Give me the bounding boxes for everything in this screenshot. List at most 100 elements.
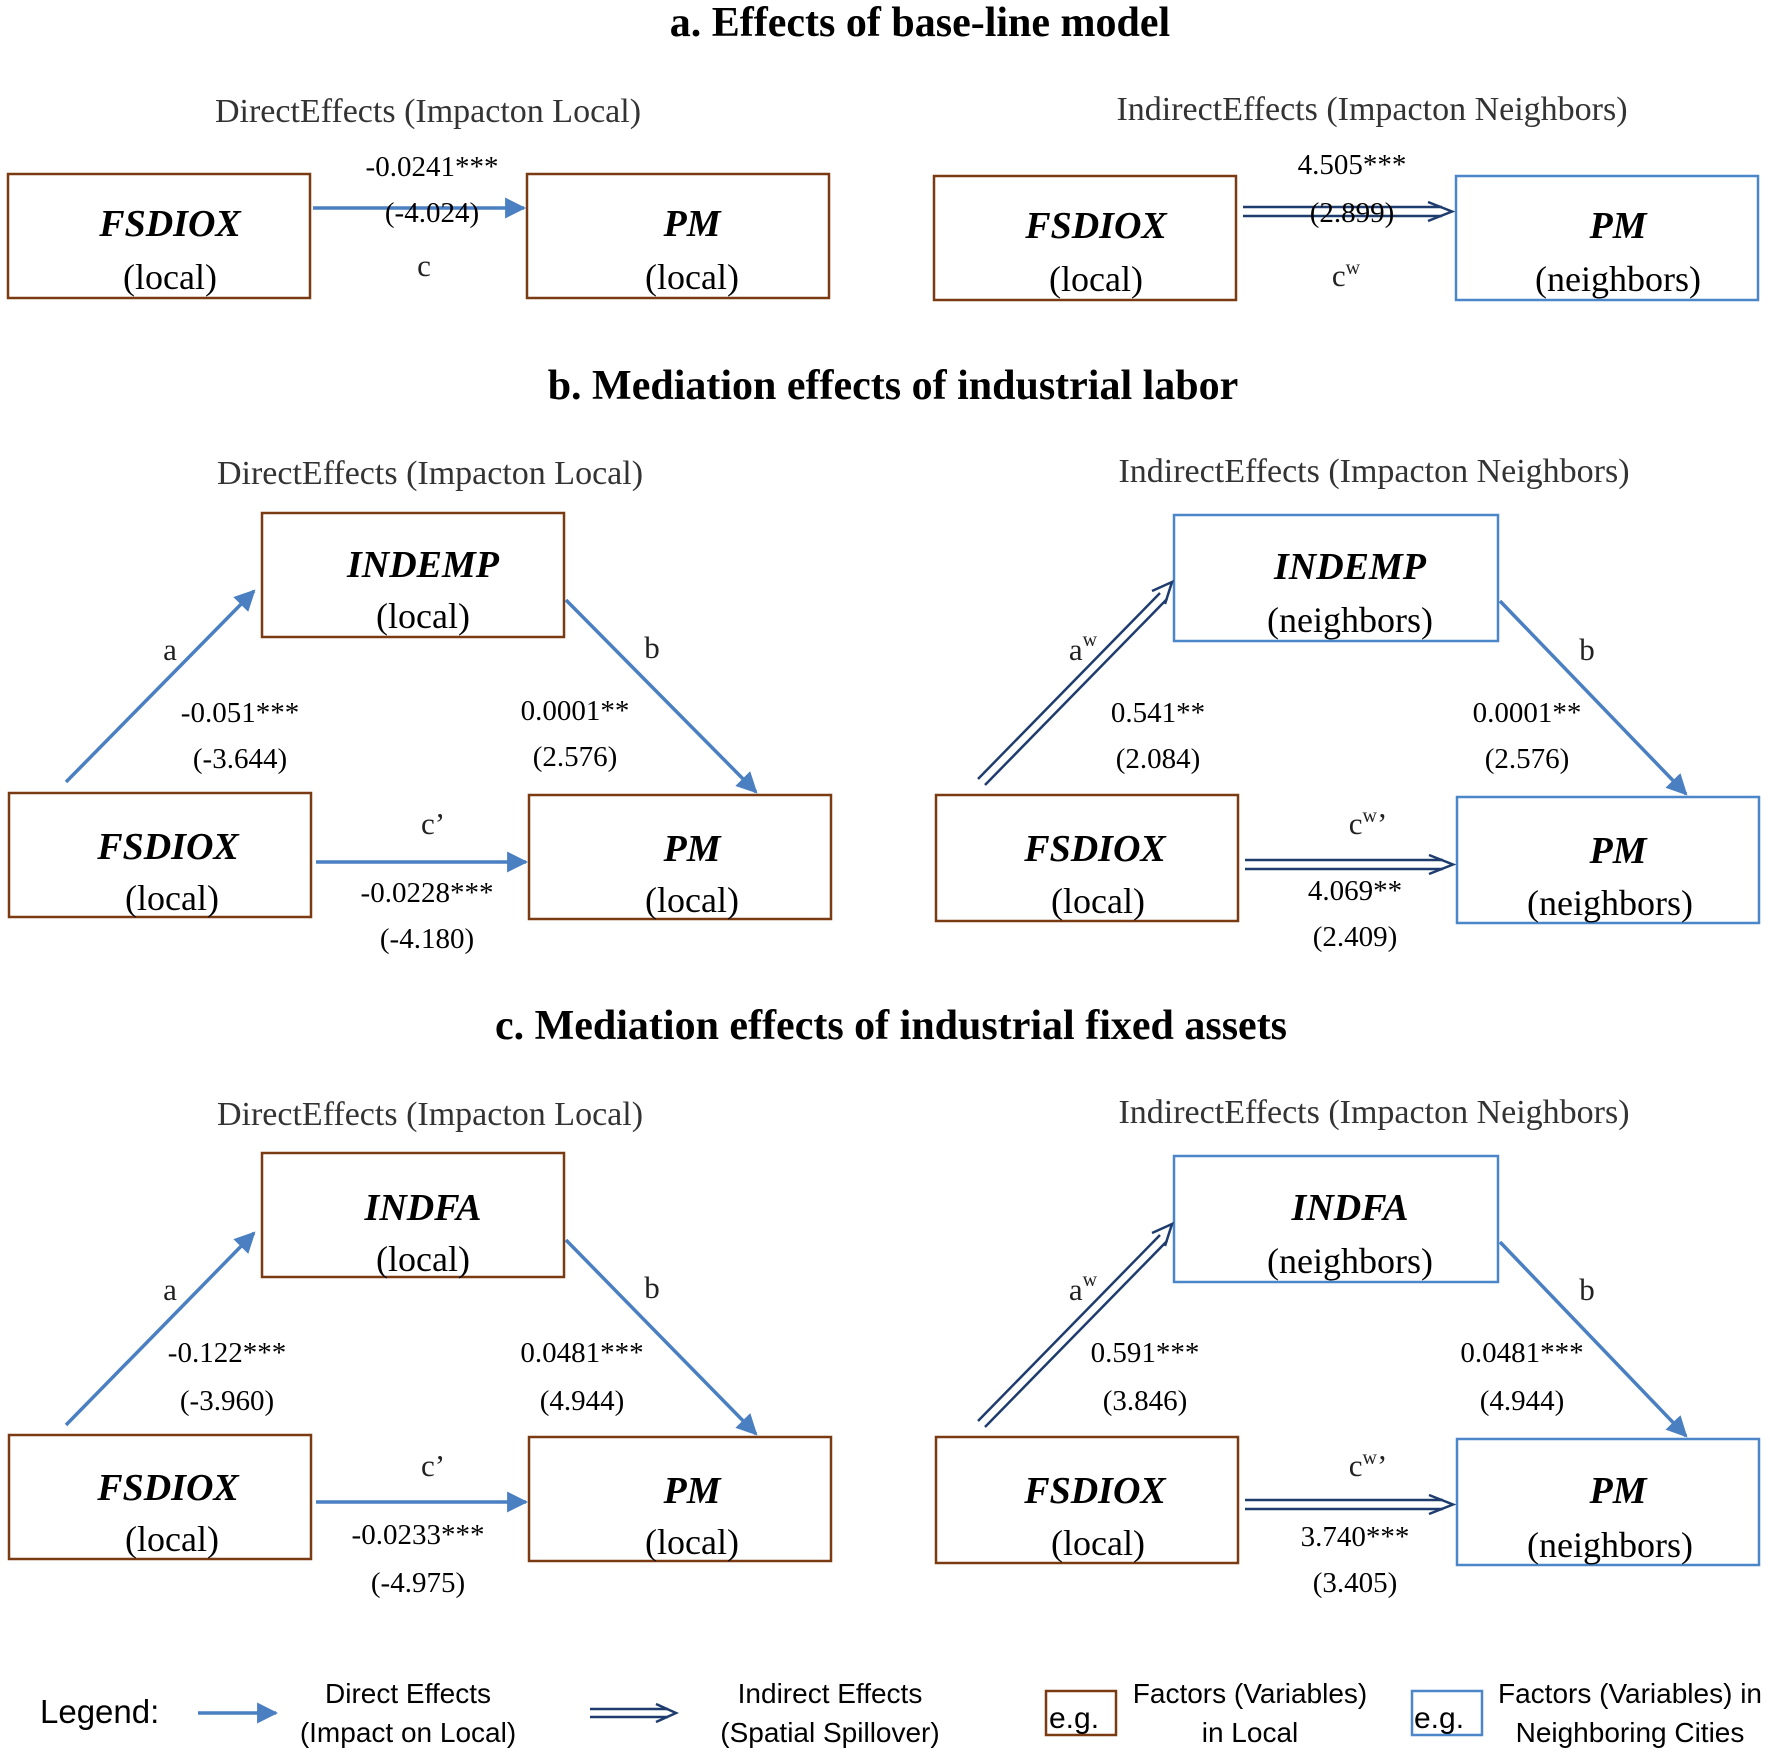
panel-c-indirect-c-arrow xyxy=(1245,1493,1457,1516)
legend-indirect-line2: (Spatial Spillover) xyxy=(720,1717,939,1748)
panel-b-direct-c-coef: -0.0228*** xyxy=(361,877,494,909)
panel-a-indirect-subtitle: IndirectEffects (Impacton Neighbors) xyxy=(1116,91,1627,128)
panel-a-indirect-c-coef: 4.505*** xyxy=(1298,149,1407,181)
panel-b-direct-b-arrow xyxy=(564,598,758,794)
panel-c-direct-a-label: a xyxy=(163,1272,177,1307)
var-label: INDFA xyxy=(364,1187,482,1229)
panel-c-direct-b-arrow xyxy=(564,1238,758,1436)
scope-label: (neighbors) xyxy=(1527,1525,1693,1565)
scope-label: (neighbors) xyxy=(1267,600,1433,640)
panel-c-title: c. Mediation effects of industrial fixed… xyxy=(495,1003,1287,1049)
panel-a-indirect-y-box: PM (neighbors) xyxy=(1454,174,1760,302)
panel-a-indirect-c-arrow xyxy=(1243,200,1456,223)
panel-c-direct-x-box: FSDIOX (local) xyxy=(7,1433,313,1561)
var-label: FSDIOX xyxy=(1023,1470,1167,1512)
panel-b-direct-m-box: INDEMP (local) xyxy=(260,511,566,639)
var-label: FSDIOX xyxy=(96,826,240,868)
panel-c-direct-c-label: c’ xyxy=(421,1448,445,1483)
panel-c-indirect-b-label: b xyxy=(1579,1272,1595,1307)
panel-c-direct-b-t: (4.944) xyxy=(540,1385,625,1417)
panel-c-indirect-a-arrow xyxy=(977,1221,1175,1428)
panel-c-indirect-x-box: FSDIOX (local) xyxy=(934,1435,1240,1565)
panel-b-indirect-c-coef: 4.069** xyxy=(1308,875,1402,907)
panel-b-indirect-a-arrow xyxy=(977,579,1175,786)
var-label: FSDIOX xyxy=(98,203,242,245)
panel-c-indirect-b-arrow xyxy=(1498,1240,1688,1438)
panel-b-direct-a-arrow xyxy=(64,589,256,784)
legend-indirect-arrow xyxy=(590,1702,680,1724)
panel-b-indirect-c-label: cw’ xyxy=(1349,805,1388,841)
panel-c-direct-y-box: PM (local) xyxy=(527,1435,833,1563)
var-label: PM xyxy=(1589,205,1648,247)
panel-b-indirect-subtitle: IndirectEffects (Impacton Neighbors) xyxy=(1118,453,1629,490)
panel-b-direct-a-coef: -0.051*** xyxy=(181,697,299,729)
panel-c-direct-b-label: b xyxy=(644,1270,660,1305)
panel-a-direct-subtitle: DirectEffects (Impacton Local) xyxy=(215,93,641,130)
panel-b-direct-b-label: b xyxy=(644,630,660,665)
scope-label: (local) xyxy=(376,596,470,636)
panel-b-indirect-b-arrow xyxy=(1498,599,1688,796)
panel-a-direct-c-label: c xyxy=(417,248,431,283)
panel-b-direct-subtitle: DirectEffects (Impacton Local) xyxy=(217,455,643,492)
panel-b-indirect-y-box: PM (neighbors) xyxy=(1455,795,1761,925)
scope-label: (local) xyxy=(1051,1523,1145,1563)
panel-b-direct-a-t: (-3.644) xyxy=(193,743,287,775)
panel-a-title: a. Effects of base-line model xyxy=(670,0,1170,46)
panel-a-direct-y-box: PM (local) xyxy=(525,172,831,300)
panel-c-direct-subtitle: DirectEffects (Impacton Local) xyxy=(217,1096,643,1133)
panel-c-indirect-y-box: PM (neighbors) xyxy=(1455,1437,1761,1567)
panel-b-indirect-b-coef: 0.0001** xyxy=(1473,697,1582,729)
panel-b-direct-b-t: (2.576) xyxy=(533,741,618,773)
panel-a-indirect-c-t: (2.899) xyxy=(1310,197,1395,229)
panel-b-indirect-b-label: b xyxy=(1579,632,1595,667)
panel-c-direct-c-t: (-4.975) xyxy=(371,1567,465,1599)
panel-a-indirect-x-box: FSDIOX (local) xyxy=(932,174,1238,302)
var-label: INDEMP xyxy=(346,544,500,586)
panel-c-direct-c-coef: -0.0233*** xyxy=(352,1519,485,1551)
var-label: PM xyxy=(1589,830,1648,872)
panel-c-indirect-a-coef: 0.591*** xyxy=(1091,1337,1200,1369)
panel-b-indirect-a-t: (2.084) xyxy=(1116,743,1201,775)
legend-local-line2: in Local xyxy=(1202,1717,1299,1748)
legend-neighbor-line2: Neighboring Cities xyxy=(1516,1717,1745,1748)
panel-b-direct-b-coef: 0.0001** xyxy=(521,695,630,727)
legend: Legend: Direct Effects (Impact on Local)… xyxy=(40,1678,1762,1748)
panel-c-indirect-c-label: cw’ xyxy=(1349,1447,1388,1483)
scope-label: (neighbors) xyxy=(1527,883,1693,923)
var-label: INDEMP xyxy=(1273,546,1427,588)
var-label: PM xyxy=(663,828,722,870)
var-label: PM xyxy=(663,1470,722,1512)
panel-c-indirect-b-t: (4.944) xyxy=(1480,1385,1565,1417)
panel-c-indirect-m-box: INDFA (neighbors) xyxy=(1172,1154,1500,1284)
panel-b-direct-c-t: (-4.180) xyxy=(380,923,474,955)
scope-label: (neighbors) xyxy=(1267,1241,1433,1281)
panel-c-direct-a-arrow xyxy=(64,1231,256,1427)
panel-c-indirect-c-t: (3.405) xyxy=(1313,1567,1398,1599)
scope-label: (local) xyxy=(1049,259,1143,299)
scope-label: (local) xyxy=(645,1522,739,1562)
panel-b-direct-a-label: a xyxy=(163,632,177,667)
scope-label: (local) xyxy=(123,257,217,297)
legend-neighbor-eg: e.g. xyxy=(1414,1702,1464,1735)
panel-c-indirect-b-coef: 0.0481*** xyxy=(1460,1337,1583,1369)
panel-b-indirect-x-box: FSDIOX (local) xyxy=(934,793,1240,923)
legend-local-eg: e.g. xyxy=(1049,1702,1099,1735)
scope-label: (local) xyxy=(1051,881,1145,921)
panel-a-direct-c-coef: -0.0241*** xyxy=(366,151,499,183)
var-label: INDFA xyxy=(1291,1187,1409,1229)
panel-c-indirect-subtitle: IndirectEffects (Impacton Neighbors) xyxy=(1118,1094,1629,1131)
legend-indirect-line1: Indirect Effects xyxy=(738,1678,923,1709)
panel-b-indirect-a-label: aw xyxy=(1069,629,1098,667)
var-label: FSDIOX xyxy=(96,1467,240,1509)
panel-b-indirect-a-coef: 0.541** xyxy=(1111,697,1205,729)
legend-direct-line1: Direct Effects xyxy=(325,1678,491,1709)
var-label: FSDIOX xyxy=(1024,205,1168,247)
panel-b-title: b. Mediation effects of industrial labor xyxy=(548,363,1239,409)
panel-c-direct-b-coef: 0.0481*** xyxy=(520,1337,643,1369)
panel-c-indirect-c-coef: 3.740*** xyxy=(1301,1521,1410,1553)
panel-c-indirect-a-t: (3.846) xyxy=(1103,1385,1188,1417)
panel-c-direct-a-t: (-3.960) xyxy=(180,1385,274,1417)
panel-b-direct-x-box: FSDIOX (local) xyxy=(7,791,313,919)
scope-label: (local) xyxy=(125,1519,219,1559)
